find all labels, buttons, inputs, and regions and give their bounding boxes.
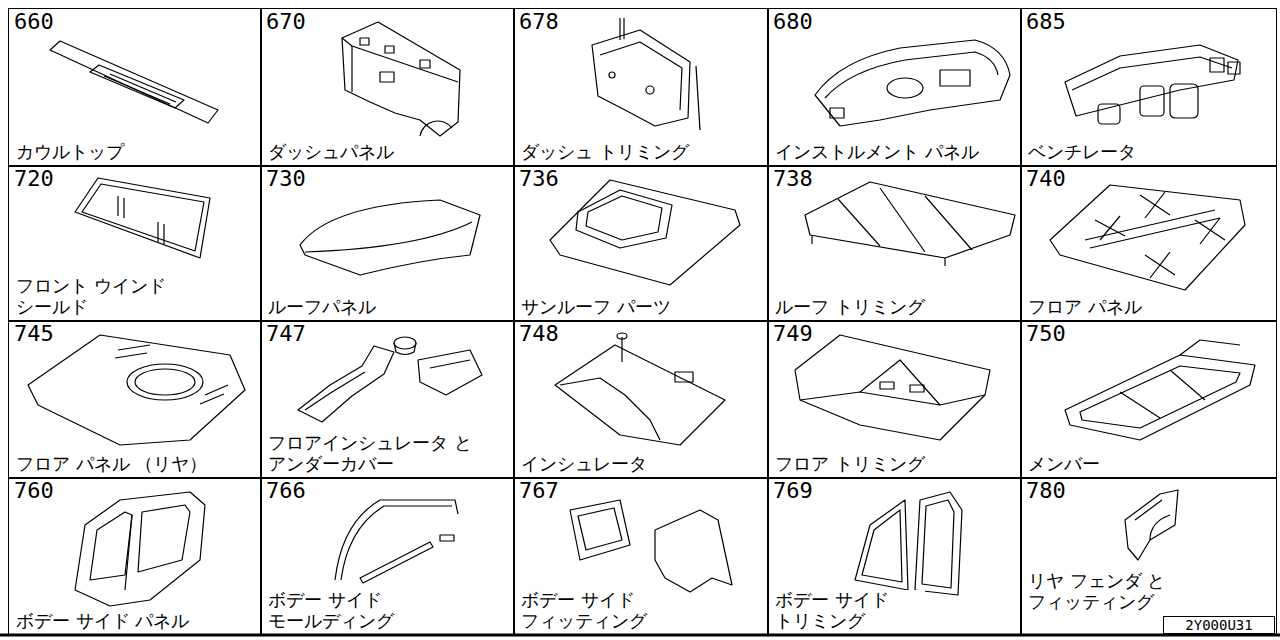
- sheet-code-box: 2Y000U31: [1163, 616, 1275, 634]
- rear-floor-panel-figure: [28, 335, 245, 445]
- member-figure: [1065, 340, 1255, 440]
- callout-number: 745: [14, 322, 54, 346]
- callout-number: 738: [773, 167, 813, 191]
- callout-number: 685: [1026, 10, 1066, 34]
- body-side-trimming-figure: [855, 492, 962, 595]
- instrument-panel-figure: [815, 40, 1010, 126]
- callout-number: 678: [519, 10, 559, 34]
- callout-number: 736: [519, 167, 559, 191]
- part-cell: 749 フロア トリミング: [767, 320, 1022, 479]
- part-name: ダッシュ トリミング: [521, 142, 689, 163]
- part-cell: 660 カウルトップ: [8, 8, 262, 167]
- part-name: ルーフ トリミング: [775, 297, 925, 318]
- callout-number: 720: [14, 167, 54, 191]
- callout-number: 767: [519, 479, 559, 503]
- part-name: カウルトップ: [16, 142, 124, 163]
- part-name: リヤ フェンダ と フィッティング: [1028, 571, 1213, 612]
- part-cell: 769 ボデー サイド トリミング: [767, 477, 1022, 636]
- part-cell: 738 ルーフ トリミング: [767, 165, 1022, 322]
- part-cell: 767 ボデー サイド フィッティング: [513, 477, 769, 636]
- dash-panel-figure: [342, 22, 460, 136]
- roof-panel-figure: [300, 200, 480, 275]
- part-name: ルーフパネル: [268, 297, 376, 318]
- cowl-top-figure: [50, 41, 218, 123]
- floor-trimming-figure: [795, 335, 990, 440]
- callout-number: 749: [773, 322, 813, 346]
- part-name: ベンチレータ: [1028, 142, 1136, 163]
- callout-number: 766: [266, 479, 306, 503]
- callout-number: 780: [1026, 479, 1066, 503]
- part-name: フロア パネル: [1028, 297, 1142, 318]
- part-cell: 670 ダッシュパネル: [260, 8, 515, 167]
- part-cell: 760 ボデー サイド パネル: [8, 477, 262, 636]
- part-cell: 736 サンルーフ パーツ: [513, 165, 769, 322]
- callout-number: 760: [14, 479, 54, 503]
- body-side-fitting-figure: [570, 500, 732, 592]
- callout-number: 769: [773, 479, 813, 503]
- part-name: インシュレータ: [521, 454, 647, 475]
- rear-fender-figure: [1125, 490, 1178, 560]
- part-cell: 720 フロント ウインド シールド: [8, 165, 262, 322]
- part-name: ボデー サイド パネル: [16, 611, 189, 632]
- roof-trimming-figure: [805, 182, 1015, 266]
- floor-panel-figure: [1050, 185, 1245, 290]
- part-cell: 740 フロア パネル: [1020, 165, 1277, 322]
- callout-number: 750: [1026, 322, 1066, 346]
- body-side-moulding-figure: [335, 500, 458, 583]
- callout-number: 748: [519, 322, 559, 346]
- ventilator-figure: [1065, 45, 1240, 124]
- part-name: ボデー サイド モールディング: [268, 590, 418, 631]
- callout-number: 747: [266, 322, 306, 346]
- part-name: ボデー サイド トリミング: [775, 590, 925, 631]
- part-cell: 685 ベンチレータ: [1020, 8, 1277, 167]
- callout-number: 680: [773, 10, 813, 34]
- part-cell: 678 ダッシュ トリミング: [513, 8, 769, 167]
- part-name: フロアインシュレータ と アンダーカバー: [268, 433, 503, 474]
- part-cell: 747 フロアインシュレータ と アンダーカバー: [260, 320, 515, 479]
- part-name: メンバー: [1028, 454, 1100, 475]
- insulator-figure: [555, 333, 725, 445]
- callout-number: 740: [1026, 167, 1066, 191]
- part-cell: 730 ルーフパネル: [260, 165, 515, 322]
- body-side-panel-figure: [75, 492, 205, 606]
- part-name: サンルーフ パーツ: [521, 297, 671, 318]
- callout-number: 660: [14, 10, 54, 34]
- sheet-code: 2Y000U31: [1185, 618, 1252, 632]
- sunroof-figure: [550, 180, 740, 285]
- insulator-cover-figure: [298, 337, 482, 422]
- part-cell: 680 インストルメント パネル: [767, 8, 1022, 167]
- part-name: フロア パネル （リヤ）: [16, 454, 207, 475]
- callout-number: 670: [266, 10, 306, 34]
- part-name: フロア トリミング: [775, 454, 925, 475]
- part-cell: 750 メンバー: [1020, 320, 1277, 479]
- part-cell: 780 リヤ フェンダ と フィッティング 2Y000U31: [1020, 477, 1277, 636]
- part-name: ボデー サイド フィッティング: [521, 590, 671, 631]
- part-cell: 766 ボデー サイド モールディング: [260, 477, 515, 636]
- part-name: ダッシュパネル: [268, 142, 394, 163]
- part-cell: 748 インシュレータ: [513, 320, 769, 479]
- part-name: インストルメント パネル: [775, 142, 979, 163]
- part-cell: 745 フロア パネル （リヤ）: [8, 320, 262, 479]
- part-name: フロント ウインド シールド: [16, 276, 196, 317]
- windshield-figure: [75, 178, 210, 258]
- callout-number: 730: [266, 167, 306, 191]
- dash-trimming-figure: [592, 18, 700, 130]
